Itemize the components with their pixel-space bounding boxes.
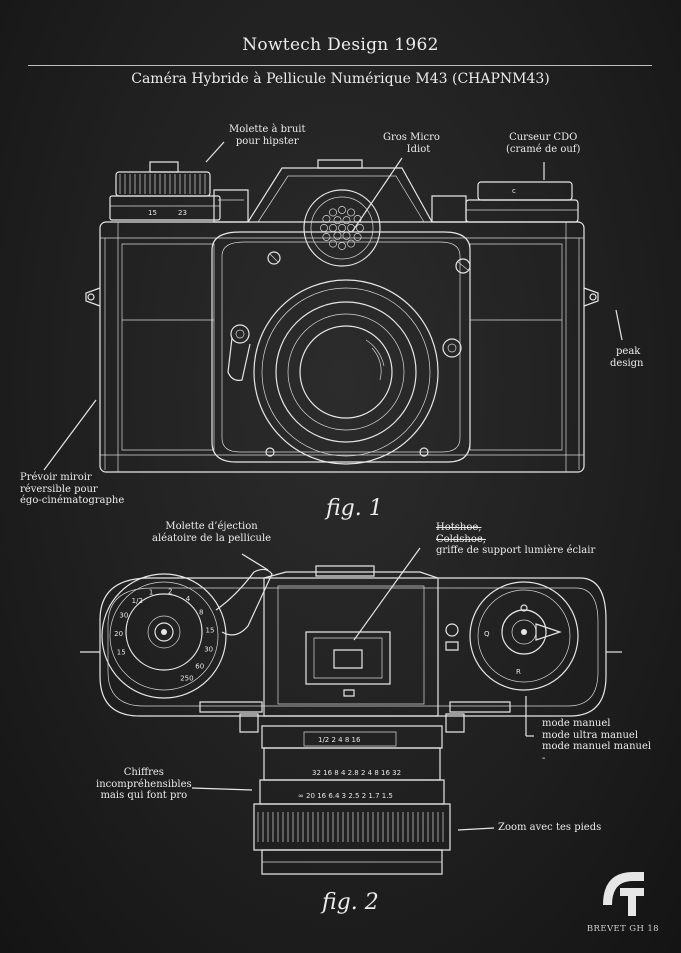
label-microphone: Gros Micro Idiot [383, 132, 440, 155]
cdo-dial: c [466, 182, 578, 222]
dial-number: 20 [114, 630, 123, 638]
poster-title: Nowtech Design 1962 [242, 35, 439, 55]
title-divider [28, 65, 652, 66]
strap-lug-right [584, 288, 598, 306]
dial-number: 2 [168, 588, 172, 596]
label-zoom: Zoom avec tes pieds [498, 822, 602, 833]
caption-fig1: fig. 1 [326, 496, 383, 521]
microphone-mesh [304, 190, 380, 266]
svg-text:1/2 2 4 8 16: 1/2 2 4 8 16 [318, 736, 361, 744]
front-body [100, 222, 584, 472]
patent-number: BREVET GH 18 [586, 924, 659, 934]
small-button-right [446, 624, 458, 636]
svg-text:∞ 20 16 6.4 3 2.5 2 1.7 1.5: ∞ 20 16 6.4 3 2.5 2 1.7 1.5 [298, 792, 393, 800]
front-knob-left [231, 325, 249, 343]
top-body [100, 578, 606, 716]
leader-lines [44, 142, 622, 830]
dial-number: 1/2 [132, 597, 143, 605]
label-hotshoe: Hotshoe, Coldshoe, griffe de support lum… [436, 522, 596, 556]
noise-wheel: 15 23 [110, 162, 220, 220]
dial-number: 30 [119, 611, 128, 619]
svg-text:c: c [512, 187, 516, 195]
poster-subtitle: Caméra Hybride à Pellicule Numérique M43… [131, 71, 550, 87]
svg-text:15: 15 [148, 209, 157, 217]
dial-number: 60 [195, 663, 204, 671]
caption-fig2: fig. 2 [322, 890, 379, 915]
top-lens-barrel: 32 16 8 4 2.8 2 4 8 16 32 ∞ 20 16 6.4 3 … [254, 726, 450, 874]
ejection-lever [216, 569, 272, 634]
label-modes: mode manuel mode ultra manuel mode manue… [542, 718, 652, 764]
dial-number: 4 [186, 595, 191, 603]
front-knob-right [443, 339, 461, 357]
svg-text:Q: Q [484, 630, 490, 638]
gh-logo-icon [603, 872, 644, 916]
front-lens [254, 280, 438, 464]
dial-number: 250 [180, 674, 193, 682]
strap-lug-left [86, 288, 100, 306]
prism-top [264, 572, 438, 716]
screw-left [268, 252, 280, 264]
label-noise-wheel: Molette à bruit pour hipster [229, 124, 306, 147]
dial-number: 8 [199, 609, 203, 617]
dial-number: 15 [206, 627, 215, 635]
hotshoe [306, 632, 390, 696]
label-cdo-cursor: Curseur CDO (cramé de ouf) [506, 132, 581, 155]
svg-text:23: 23 [178, 209, 187, 217]
mode-dial: R Q [470, 582, 578, 690]
dial-number: 1 [149, 588, 153, 596]
screw-right [456, 259, 470, 273]
svg-text:32 16 8 4 2.8 2 4 8 16 32: 32 16 8 4 2.8 2 4 8 16 32 [312, 769, 401, 777]
label-peak-design: peak design [610, 346, 644, 369]
camera-front-view: 15 23 c [86, 160, 598, 472]
label-mirror: Prévoir miroir réversible pour égo-ciném… [20, 472, 125, 506]
dial-number: 30 [204, 646, 213, 654]
label-ejection-wheel: Molette d’éjection aléatoire de la pelli… [152, 521, 272, 544]
front-plate [212, 232, 470, 462]
dial-number: 15 [117, 649, 126, 657]
svg-text:R: R [516, 668, 521, 676]
label-numbers: Chiffres incompréhensibles mais qui font… [96, 767, 192, 801]
